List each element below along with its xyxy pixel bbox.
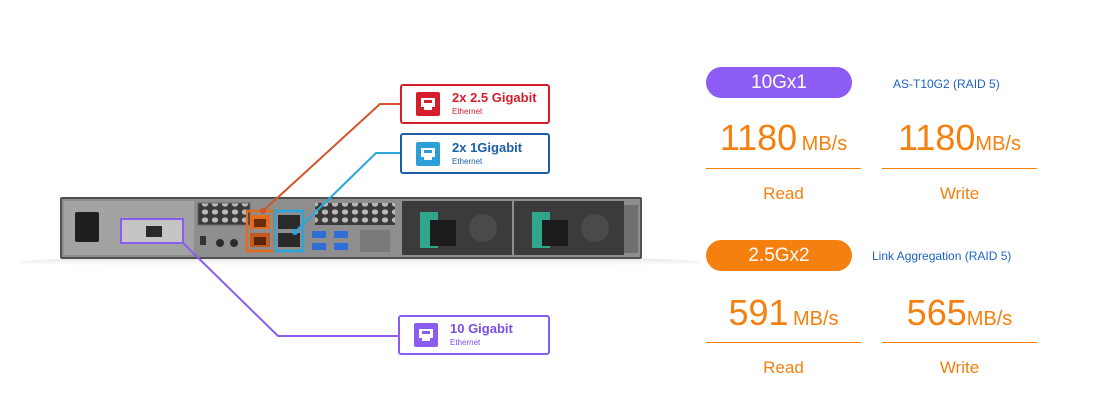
callout-2-5-gigabit: 2x 2.5 Gigabit Ethernet <box>400 84 550 124</box>
write-label: Write <box>939 184 980 203</box>
speed-value: 591 <box>728 292 789 333</box>
read-speed: 591 MB/s <box>706 292 861 334</box>
ethernet-port-icon <box>414 323 438 347</box>
read-speed: 1180 MB/s <box>706 117 861 159</box>
read-label: Read <box>763 358 804 377</box>
callout-subtitle: Ethernet <box>450 338 481 348</box>
nas-rear-panel-illustration <box>20 103 700 337</box>
callout-title: 10 Gigabit <box>450 321 513 337</box>
ethernet-port-icon <box>416 141 440 166</box>
callout-subtitle: Ethernet <box>452 107 483 117</box>
callout-subtitle: Ethernet <box>452 156 483 166</box>
write-label: Write <box>939 358 980 377</box>
speed-value: 1180 <box>719 117 798 158</box>
divider <box>706 168 861 169</box>
callout-title: 2x 1Gigabit <box>452 139 523 155</box>
speed-value: 565 <box>906 292 967 333</box>
divider <box>882 342 1037 343</box>
speed-unit: MB/s <box>975 133 1021 155</box>
callout-10-gigabit: 10 Gigabit Ethernet <box>398 315 550 355</box>
speed-unit: MB/s <box>966 308 1013 330</box>
benchmark-pill-2-5gx2: 2.5Gx2 <box>706 240 852 271</box>
benchmark-caption: Link Aggregation (RAID 5) <box>872 249 1012 263</box>
speed-unit: MB/s <box>792 308 839 330</box>
divider <box>706 342 861 343</box>
speed-value: 1180 <box>898 117 976 158</box>
speed-unit: MB/s <box>801 133 848 155</box>
divider <box>882 168 1037 169</box>
write-speed: 1180MB/s <box>882 117 1037 159</box>
ethernet-port-icon <box>416 92 440 116</box>
callout-title: 2x 2.5 Gigabit <box>452 90 537 106</box>
benchmark-caption: AS-T10G2 (RAID 5) <box>893 77 1000 91</box>
write-speed: 565MB/s <box>882 292 1037 334</box>
read-label: Read <box>763 184 804 203</box>
benchmark-pill-10gx1: 10Gx1 <box>706 67 852 98</box>
callout-1-gigabit: 2x 1Gigabit Ethernet <box>400 133 550 174</box>
